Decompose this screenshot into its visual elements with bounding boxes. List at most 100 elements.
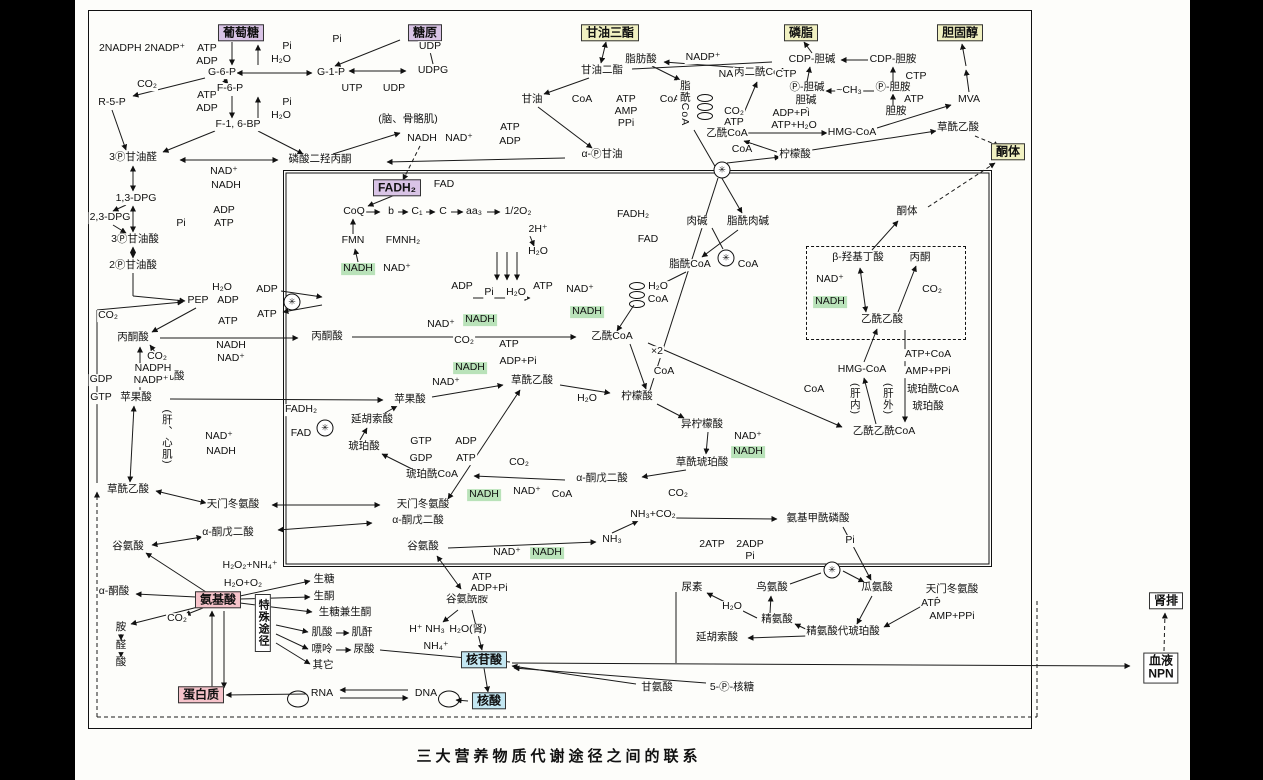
citrate-transport-star: ✳	[713, 161, 731, 179]
glyceraldehyde-3p-label: 3Ⓟ甘油醛	[108, 151, 158, 164]
nadph-nadp-label: 2NADPH 2NADP⁺	[97, 42, 187, 55]
label: H₂O+O₂	[222, 577, 264, 590]
pathway-arrow	[275, 642, 311, 665]
pathway-arrow	[513, 665, 707, 684]
label: ADP+Pi	[771, 107, 811, 120]
pathway-arrow	[132, 295, 186, 304]
label: UDP	[417, 40, 443, 53]
fmnh2-label: FMNH₂	[384, 234, 422, 247]
glycerol-label: 甘油	[520, 93, 544, 106]
label: ATP	[256, 308, 278, 321]
rna-label: RNA	[309, 687, 335, 700]
glycogen-box: 糖原	[407, 24, 443, 42]
blood-npn-box: 血液 NPN	[1143, 652, 1179, 684]
pathway-arrow	[842, 570, 865, 583]
beta-hydroxybutyrate-label: β-羟基丁酸	[831, 251, 885, 264]
g6p-label: G-6-P	[206, 66, 238, 79]
label: H₂O	[270, 109, 292, 122]
pathway-arrow	[767, 595, 774, 614]
succinyl-coa-label: 琥珀酰CoA	[405, 468, 459, 481]
pathway-arrow	[112, 224, 127, 234]
label: CoA	[570, 93, 594, 106]
uric-acid-label: 尿酸	[352, 643, 376, 656]
rna-replication-loop	[287, 690, 309, 708]
label: NADPH	[133, 362, 173, 375]
label: ATP+H₂O	[770, 119, 818, 132]
label: NAD⁺	[382, 262, 412, 275]
pathway-arrow	[112, 204, 127, 212]
nadh-highlight: NADH	[453, 361, 487, 374]
label: NAD⁺	[512, 485, 542, 498]
label: H₂O	[647, 280, 669, 293]
label: AMP+PPi	[928, 610, 976, 623]
label: 琥珀酰CoA	[906, 383, 960, 396]
citrulline-label: 瓜氨酸	[860, 581, 894, 594]
label: ATP	[499, 121, 521, 134]
pathway-arrow	[132, 77, 206, 98]
cytochrome-c-label: C	[438, 205, 448, 218]
label: ADP	[255, 283, 279, 296]
pathway-arrow	[155, 489, 207, 505]
pathway-arrow	[743, 139, 778, 153]
label: Pi	[744, 550, 756, 563]
label: NAD⁺	[492, 546, 522, 559]
label: NAD⁺	[204, 430, 234, 443]
pathway-arrow	[726, 154, 781, 164]
pyruvate-mito-label: 丙酮酸	[310, 330, 344, 343]
label: CoA	[550, 488, 574, 501]
akg-tca-label: α-酮戊二酸	[575, 472, 629, 485]
r5p-label: R-5-P	[97, 96, 127, 109]
label: FADH₂	[283, 403, 319, 416]
glycerate-2p-label: 2Ⓟ甘油酸	[108, 259, 158, 272]
pathway-arrow	[332, 131, 401, 155]
dhap-label: 磷酸二羟丙酮	[287, 153, 353, 166]
ribose-5p-label: 5-Ⓟ-核糖	[708, 681, 756, 694]
cholesterol-box: 胆固醇	[936, 24, 984, 42]
label: NAD⁺	[733, 430, 763, 443]
label: FAD	[636, 233, 660, 246]
dpg13-label: 1,3-DPG	[114, 192, 158, 205]
label: UDP	[381, 82, 407, 95]
label: 2ATP	[698, 538, 726, 551]
pathway-arrow	[641, 469, 687, 480]
ketone-bodies-inner-label: 酮体	[895, 205, 919, 218]
label: ATP	[196, 42, 218, 55]
pathway-arrow	[529, 235, 535, 247]
pathway-arrow	[151, 534, 203, 548]
label: ATP	[196, 89, 218, 102]
fmn-label: FMN	[340, 234, 366, 247]
pathway-arrow	[703, 431, 710, 455]
label: NAD⁺	[426, 318, 456, 331]
ketogenic-label: 生酮	[312, 590, 336, 603]
kidney-excretion-box: 肾排	[1148, 592, 1184, 610]
label: ATP+CoA	[903, 348, 953, 361]
label: GDP	[88, 373, 114, 386]
glucose-box: 葡萄糖	[217, 24, 265, 42]
label: FAD	[432, 178, 456, 191]
ethanolamine-label: 胆胺	[884, 105, 908, 118]
label: NAD⁺	[444, 132, 474, 145]
urea-label: 尿素	[680, 581, 704, 594]
label: ATP	[213, 217, 235, 230]
hmg-coa-cytosol-label: HMG-CoA	[826, 126, 878, 139]
label: ADP	[216, 294, 240, 307]
acetone-label: 丙酮	[908, 251, 932, 264]
pathway-arrow	[359, 427, 368, 441]
label: Pi	[844, 534, 856, 547]
pathway-arrow	[611, 520, 639, 534]
pathway-arrow	[447, 389, 521, 500]
lactate-label: 乳酸	[162, 370, 186, 383]
pathway-arrow	[111, 109, 128, 151]
malate-tca-label: 苹果酸	[393, 393, 427, 406]
adp-atp-transport-star: ✳	[283, 293, 301, 311]
acyl-coa-mito-label: 脂酰CoA	[668, 258, 712, 271]
pathway-arrow	[436, 555, 462, 590]
label: CoA	[652, 365, 676, 378]
triglyceride-box: 甘油三酯	[580, 24, 640, 42]
label: ADP	[195, 55, 219, 68]
pathway-arrow	[876, 103, 952, 129]
udpg-label: UDPG	[416, 64, 450, 77]
carnitine-label: 肉碱	[685, 215, 709, 228]
pyruvate-cytosol-label: 丙酮酸	[116, 331, 150, 344]
